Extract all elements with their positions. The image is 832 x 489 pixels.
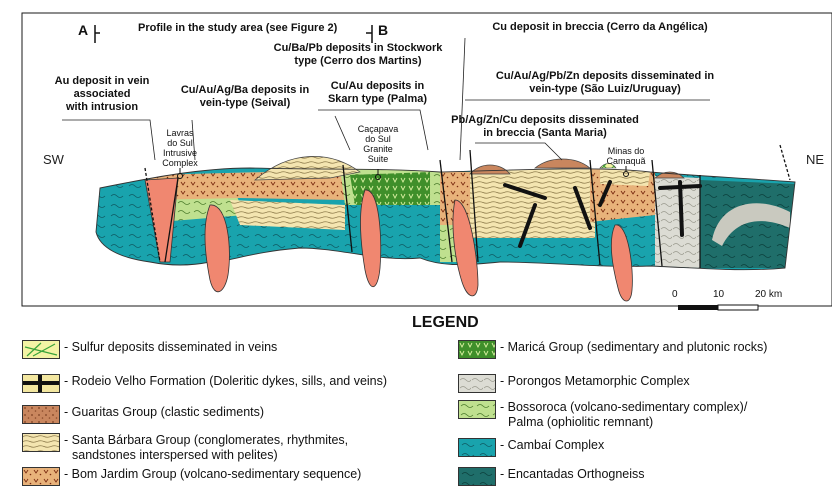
legend-item-rodeio-velho: - Rodeio Velho Formation (Doleritic dyke… [22, 374, 387, 393]
seival-label: Cu/Au/Ag/Ba deposits in vein-type (Seiva… [170, 84, 320, 110]
cacapava-line3: Granite [350, 144, 406, 154]
bossoroca-swatch [458, 400, 496, 419]
sao-luiz-line1: Cu/Au/Ag/Pb/Zn deposits disseminated in [470, 70, 740, 83]
guaritas-cap-1 [470, 165, 510, 174]
minas-label: Minas do Camaquã [600, 146, 652, 166]
bom-jardim-swatch-pattern [23, 468, 59, 485]
bossoroca-line2: Palma (ophiolitic remnant) [500, 415, 653, 429]
lavras-line4: Complex [148, 158, 212, 168]
santa-maria-label: Pb/Ag/Zn/Cu deposits disseminated in bre… [440, 114, 650, 140]
sulfur-swatch-pattern [23, 341, 59, 358]
bom-jardim-swatch [22, 467, 60, 486]
legend-rodeio-velho-label: - Rodeio Velho Formation (Doleritic dyke… [64, 374, 387, 389]
sw-label: SW [43, 152, 64, 167]
scale-tick-10: 10 [713, 288, 724, 301]
legend-guaritas-label: - Guaritas Group (clastic sediments) [64, 405, 264, 420]
legend-porongos-label: - Porongos Metamorphic Complex [500, 374, 690, 389]
santa-maria-line1: Pb/Ag/Zn/Cu deposits disseminated [440, 114, 650, 127]
legend-item-guaritas: - Guaritas Group (clastic sediments) [22, 405, 264, 424]
marica-swatch-pattern [459, 341, 495, 358]
legend-cambai-label: - Cambaí Complex [500, 438, 604, 453]
legend-item-cambai: - Cambaí Complex [458, 438, 604, 457]
sao-luiz-label: Cu/Au/Ag/Pb/Zn deposits disseminated in … [470, 70, 740, 96]
section-b-marker: B [378, 24, 388, 37]
legend-item-sulfur: - Sulfur deposits disseminated in veins [22, 340, 277, 359]
legend-item-encantadas: - Encantadas Orthogneiss [458, 467, 645, 486]
legend-item-marica: - Maricá Group (sedimentary and plutonic… [458, 340, 767, 359]
legend-title: LEGEND [412, 314, 479, 332]
legend-marica-label: - Maricá Group (sedimentary and plutonic… [500, 340, 767, 355]
encantadas-swatch [458, 467, 496, 486]
cambai-swatch [458, 438, 496, 457]
skarn-line1: Cu/Au deposits in [315, 80, 440, 93]
scale-tick-0: 0 [672, 288, 678, 301]
santa-barbara-central-unit [470, 168, 595, 238]
legend-encantadas-label: - Encantadas Orthogneiss [500, 467, 645, 482]
ne-label: NE [806, 152, 824, 167]
lavras-label: Lavras do Sul Intrusive Complex [148, 128, 212, 168]
santa-barbara-swatch [22, 433, 60, 452]
lavras-line3: Intrusive [148, 148, 212, 158]
seival-line2: vein-type (Seival) [170, 97, 320, 110]
lavras-line1: Lavras [148, 128, 212, 138]
rodeio-velho-swatch [22, 374, 60, 393]
santa-maria-line2: in breccia (Santa Maria) [440, 127, 650, 140]
legend-santa-barbara-label: - Santa Bárbara Group (conglomerates, rh… [64, 433, 348, 463]
guaritas-swatch-pattern [23, 406, 59, 423]
guaritas-cap-2 [535, 159, 590, 168]
skarn-line2: Skarn type (Palma) [315, 93, 440, 106]
scale-tick-20: 20 km [755, 288, 782, 301]
au-vein-label: Au deposit in vein associated with intru… [50, 75, 154, 114]
au-vein-line1: Au deposit in vein [50, 75, 154, 88]
geologic-units [90, 160, 800, 280]
bossoroca-line1: - Bossoroca (volcano-sedimentary complex… [500, 400, 747, 414]
legend-item-bom-jardim: - Bom Jardim Group (volcano-sedimentary … [22, 467, 361, 486]
legend-item-bossoroca: - Bossoroca (volcano-sedimentary complex… [458, 400, 747, 430]
legend-bossoroca-label: - Bossoroca (volcano-sedimentary complex… [500, 400, 747, 430]
porongos-swatch-pattern [459, 375, 495, 392]
minas-line1: Minas do [600, 146, 652, 156]
skarn-label: Cu/Au deposits in Skarn type (Palma) [315, 80, 440, 106]
santa-barbara-line1: - Santa Bárbara Group (conglomerates, rh… [64, 433, 348, 447]
lavras-line2: do Sul [148, 138, 212, 148]
profile-title: Profile in the study area (see Figure 2) [138, 22, 337, 35]
minas-line2: Camaquã [600, 156, 652, 166]
au-vein-line2: associated [50, 88, 154, 101]
bossoroca-swatch-pattern [459, 401, 495, 418]
cambai-swatch-pattern [459, 439, 495, 456]
angelica-label: Cu deposit in breccia (Cerro da Angélica… [465, 21, 735, 34]
section-a-marker: A [78, 24, 88, 37]
cacapava-line2: do Sul [350, 134, 406, 144]
santa-barbara-line2: sandstones interspersed with pelites) [64, 448, 278, 462]
cacapava-line4: Suite [350, 154, 406, 164]
sao-luiz-line2: vein-type (São Luiz/Uruguay) [470, 83, 740, 96]
cacapava-line1: Caçapava [350, 124, 406, 134]
legend-item-santa-barbara: - Santa Bárbara Group (conglomerates, rh… [22, 433, 348, 463]
cacapava-label: Caçapava do Sul Granite Suite [350, 124, 406, 164]
legend-item-porongos: - Porongos Metamorphic Complex [458, 374, 690, 393]
au-vein-line3: with intrusion [50, 101, 154, 114]
santa-barbara-swatch-pattern [23, 434, 59, 451]
stockwork-line1: Cu/Ba/Pb deposits in Stockwork [258, 42, 458, 55]
scale-bar [678, 305, 758, 310]
marica-swatch [458, 340, 496, 359]
legend-sulfur-label: - Sulfur deposits disseminated in veins [64, 340, 277, 355]
encantadas-swatch-pattern [459, 468, 495, 485]
stockwork-label: Cu/Ba/Pb deposits in Stockwork type (Cer… [258, 42, 458, 68]
seival-line1: Cu/Au/Ag/Ba deposits in [170, 84, 320, 97]
guaritas-swatch [22, 405, 60, 424]
stockwork-line2: type (Cerro dos Martins) [258, 55, 458, 68]
sulfur-swatch [22, 340, 60, 359]
legend-bom-jardim-label: - Bom Jardim Group (volcano-sedimentary … [64, 467, 361, 482]
porongos-swatch [458, 374, 496, 393]
